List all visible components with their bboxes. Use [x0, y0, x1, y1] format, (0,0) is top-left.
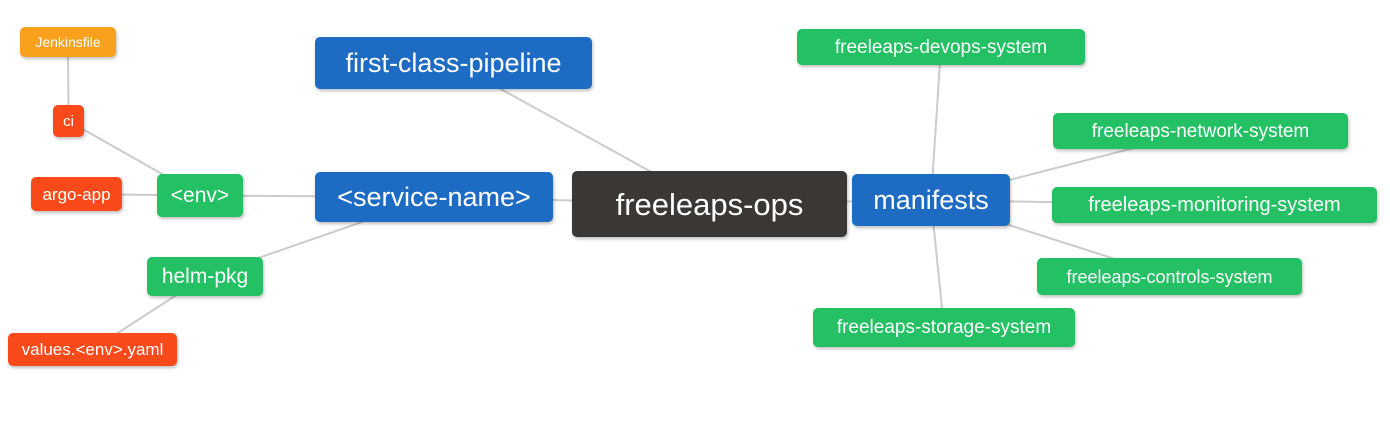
node-label-env: <env>	[170, 184, 230, 207]
node-jenkinsfile[interactable]: Jenkinsfile	[20, 27, 116, 57]
node-helm-pkg[interactable]: helm-pkg	[147, 257, 263, 296]
node-label-values-env-yaml: values.<env>.yaml	[21, 340, 164, 359]
node-freeleaps-ops[interactable]: freeleaps-ops	[572, 171, 847, 237]
node-label-argo-app: argo-app	[42, 184, 111, 204]
node-label-devops-system: freeleaps-devops-system	[834, 36, 1048, 58]
node-label-ci: ci	[63, 112, 74, 130]
node-label-first-class-pipeline: first-class-pipeline	[345, 47, 562, 78]
node-label-service-name: <service-name>	[337, 181, 531, 212]
node-label-network-system: freeleaps-network-system	[1091, 120, 1310, 142]
node-controls-system[interactable]: freeleaps-controls-system	[1037, 258, 1302, 295]
node-label-storage-system: freeleaps-storage-system	[836, 317, 1052, 338]
node-storage-system[interactable]: freeleaps-storage-system	[813, 308, 1075, 347]
node-label-manifests: manifests	[873, 184, 989, 215]
node-first-class-pipeline[interactable]: first-class-pipeline	[315, 37, 592, 89]
node-ci[interactable]: ci	[53, 105, 84, 137]
node-env[interactable]: <env>	[157, 174, 243, 217]
node-network-system[interactable]: freeleaps-network-system	[1053, 113, 1348, 149]
node-label-freeleaps-ops: freeleaps-ops	[615, 186, 804, 222]
node-devops-system[interactable]: freeleaps-devops-system	[797, 29, 1085, 65]
node-manifests[interactable]: manifests	[852, 174, 1010, 226]
node-label-monitoring-system: freeleaps-monitoring-system	[1088, 194, 1341, 216]
node-label-controls-system: freeleaps-controls-system	[1066, 266, 1273, 287]
node-monitoring-system[interactable]: freeleaps-monitoring-system	[1052, 187, 1377, 223]
node-values-env-yaml[interactable]: values.<env>.yaml	[8, 333, 177, 366]
node-argo-app[interactable]: argo-app	[31, 177, 122, 211]
node-service-name[interactable]: <service-name>	[315, 172, 553, 222]
node-label-helm-pkg: helm-pkg	[161, 265, 249, 288]
node-label-jenkinsfile: Jenkinsfile	[35, 34, 101, 50]
